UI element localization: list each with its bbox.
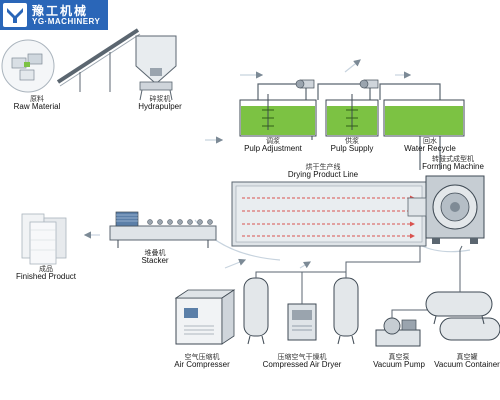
brand-name-cn: 豫工机械 (32, 4, 89, 18)
label-forming-machine-en: Forming Machine (422, 162, 484, 172)
label-stacker: 堆叠机 Stacker (125, 249, 185, 266)
label-raw-material: 原料 Raw Material (2, 95, 72, 112)
label-vacuum-container-cn: 真空罐 (456, 353, 478, 361)
label-pulp-supply: 供浆 Pulp Supply (320, 137, 384, 154)
air-pipes (255, 246, 421, 304)
flow-arrows-background (83, 59, 471, 269)
label-vacuum-container-en: Vacuum Container (434, 360, 500, 370)
label-vacuum-pump: 真空泵 Vacuum Pump (366, 353, 432, 370)
label-pulp-adjustment: 调浆 Pulp Adjustment (228, 137, 318, 154)
label-air-dryer: 压缩空气干燥机 Compressed Air Dryer (252, 353, 352, 370)
label-raw-material-en: Raw Material (13, 102, 61, 112)
air-tank-right (333, 277, 359, 345)
air-compressor-unit (174, 289, 236, 345)
hydrapulper-machine (135, 35, 177, 101)
label-forming-machine-cn: 转鼓式成型机 (432, 155, 474, 163)
raw-material-illustration (1, 39, 55, 93)
label-air-dryer-en: Compressed Air Dryer (262, 360, 342, 370)
stacker-machine (109, 211, 217, 248)
label-pulp-supply-en: Pulp Supply (330, 144, 374, 154)
label-hydrapulper-cn: 碎浆机 (149, 95, 171, 103)
label-hydrapulper-en: Hydrapulper (138, 102, 182, 112)
label-vacuum-pump-en: Vacuum Pump (373, 360, 425, 370)
air-tank-left (243, 277, 269, 345)
label-drying-line: 烘干生产线 Drying Product Line (268, 163, 378, 180)
conveyor-belt (56, 28, 141, 92)
compressed-air-dryer-unit (287, 303, 317, 341)
label-finished-product-en: Finished Product (15, 272, 77, 282)
label-air-compressor: 空气压缩机 Air Compresser (166, 353, 238, 370)
pulp-supply-tank (325, 94, 379, 137)
label-finished-product-cn: 成品 (39, 265, 53, 273)
label-air-compressor-cn: 空气压缩机 (184, 353, 220, 361)
brand-logo-icon (3, 3, 27, 27)
vacuum-pump-unit (375, 309, 432, 347)
label-water-recycle-cn: 回水 (423, 137, 437, 145)
label-raw-material-cn: 原料 (30, 95, 44, 103)
brand-logo-bar: 豫工机械 YG·MACHINERY (0, 0, 108, 30)
finished-product-stacks (21, 213, 67, 265)
label-water-recycle: 回水 Water Recycle (390, 137, 470, 154)
label-pulp-adjustment-en: Pulp Adjustment (244, 144, 302, 154)
pump-1 (295, 79, 315, 89)
label-stacker-cn: 堆叠机 (144, 249, 166, 257)
label-drying-line-cn: 烘干生产线 (305, 163, 341, 171)
label-vacuum-container: 真空罐 Vacuum Container (434, 353, 500, 370)
label-vacuum-pump-cn: 真空泵 (388, 353, 410, 361)
label-forming-machine: 转鼓式成型机 Forming Machine (410, 155, 496, 172)
label-stacker-en: Stacker (141, 256, 169, 266)
pulp-adjustment-tank (239, 94, 317, 137)
pump-2 (359, 79, 379, 89)
label-pulp-supply-cn: 供浆 (345, 137, 359, 145)
label-water-recycle-en: Water Recycle (404, 144, 456, 154)
water-recycle-tank (383, 99, 465, 137)
label-air-compressor-en: Air Compresser (174, 360, 230, 370)
label-pulp-adjustment-cn: 调浆 (266, 137, 280, 145)
pulp-pipes (257, 83, 441, 170)
vacuum-container-unit (425, 245, 500, 341)
forming-machine (407, 175, 485, 244)
label-hydrapulper: 碎浆机 Hydrapulper (120, 95, 200, 112)
brand-name-en: YG·MACHINERY (32, 17, 101, 26)
label-air-dryer-cn: 压缩空气干燥机 (277, 353, 327, 361)
label-finished-product: 成品 Finished Product (4, 265, 88, 282)
drying-product-line (231, 181, 427, 247)
label-drying-line-en: Drying Product Line (287, 170, 359, 180)
